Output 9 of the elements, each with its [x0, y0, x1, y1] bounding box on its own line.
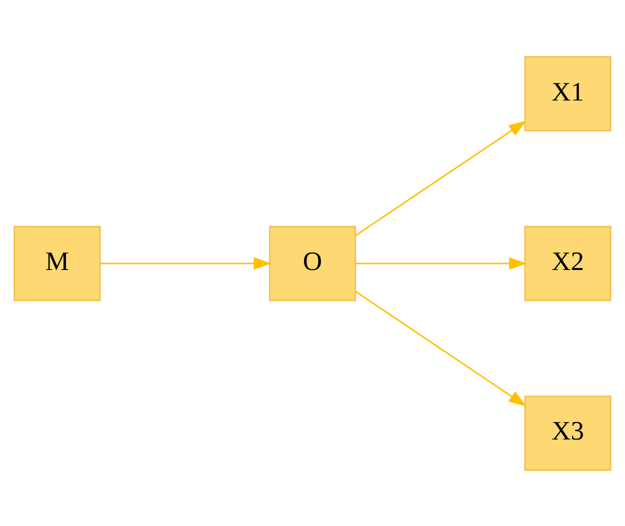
- arrow: [356, 256, 527, 270]
- node-box: O: [268, 225, 356, 301]
- arrow: [355, 120, 526, 236]
- node-box: X3: [524, 395, 612, 470]
- arrow: [355, 290, 526, 406]
- arrow: [100, 256, 272, 270]
- node-box: M: [14, 225, 101, 301]
- node-box: X1: [524, 56, 612, 131]
- node-box: X2: [524, 225, 612, 301]
